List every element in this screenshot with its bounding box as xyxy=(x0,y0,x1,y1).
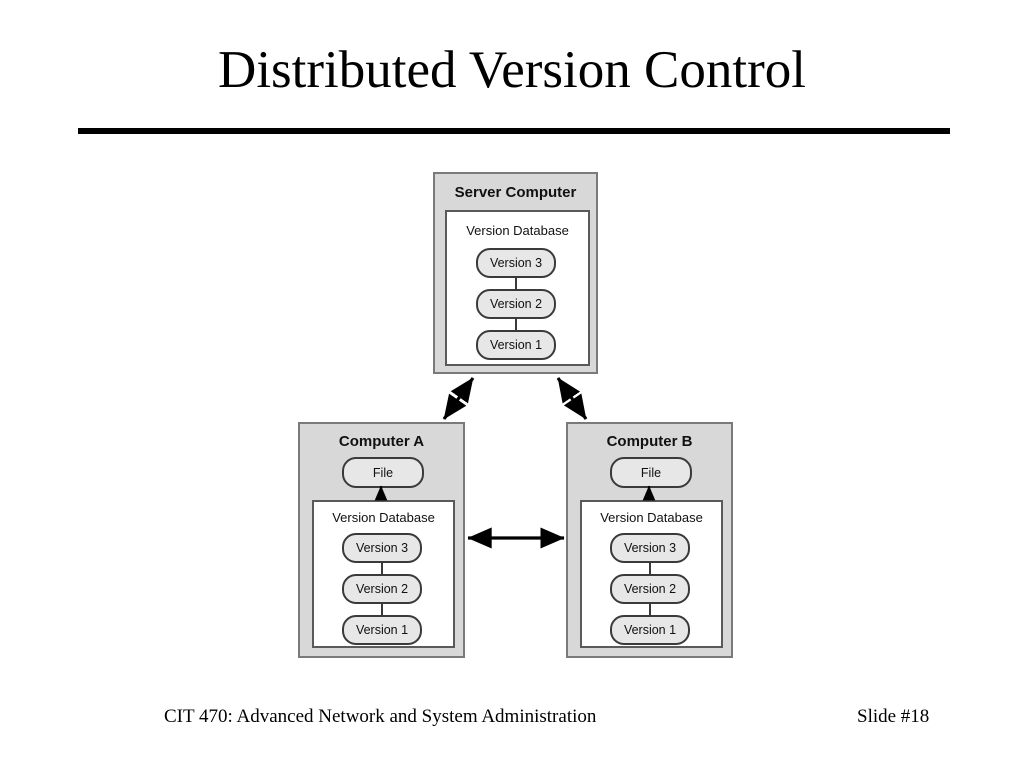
computer-b-version-3-label: Version 3 xyxy=(623,541,677,555)
computer-b-file-pill: File xyxy=(610,457,692,488)
server-version-database-box: Version Database Version 3 Version 2 Ver… xyxy=(445,210,590,366)
computer-a-version-2-pill: Version 2 xyxy=(342,574,422,604)
computer-a-file-pill: File xyxy=(342,457,424,488)
server-version-1-label: Version 1 xyxy=(489,338,543,352)
server-computer-label: Server Computer xyxy=(454,184,577,201)
computer-b-label: Computer B xyxy=(606,433,693,450)
server-version-database-label: Version Database xyxy=(466,223,569,238)
computer-a-version-database-label: Version Database xyxy=(332,510,435,525)
server-version-2-label: Version 2 xyxy=(489,297,543,311)
computer-b-file-label: File xyxy=(640,465,662,480)
computer-a-connector-3-2 xyxy=(381,563,383,577)
footer-course-text: CIT 470: Advanced Network and System Adm… xyxy=(164,706,597,727)
arrow-computer-b-to-server xyxy=(556,377,588,420)
computer-a-version-database-box: Version Database Version 3 Version 2 Ver… xyxy=(312,500,455,648)
computer-a-box: Computer A File Version Database Version… xyxy=(298,422,465,658)
server-version-2-pill: Version 2 xyxy=(476,289,556,319)
server-version-3-pill: Version 3 xyxy=(476,248,556,278)
computer-a-version-1-pill: Version 1 xyxy=(342,615,422,645)
page-title: Distributed Version Control xyxy=(218,41,806,99)
computer-b-connector-3-2 xyxy=(649,563,651,577)
computer-a-version-1-label: Version 1 xyxy=(355,623,409,637)
computer-b-version-database-label: Version Database xyxy=(600,510,703,525)
computer-b-box: Computer B File Version Database Version… xyxy=(566,422,733,658)
server-connector-2-1 xyxy=(515,319,517,333)
footer-slide-number: Slide #18 xyxy=(857,706,930,727)
title-divider xyxy=(78,128,950,134)
arrow-computer-a-to-server xyxy=(442,377,475,420)
computer-a-label: Computer A xyxy=(338,433,425,450)
server-connector-3-2 xyxy=(515,278,517,292)
computer-a-version-2-label: Version 2 xyxy=(355,582,409,596)
server-version-3-label: Version 3 xyxy=(489,256,543,270)
computer-a-file-label: File xyxy=(372,465,394,480)
server-computer-box: Server Computer Version Database Version… xyxy=(433,172,598,374)
computer-b-version-1-label: Version 1 xyxy=(623,623,677,637)
computer-a-connector-2-1 xyxy=(381,604,383,618)
computer-b-version-1-pill: Version 1 xyxy=(610,615,690,645)
computer-b-version-database-box: Version Database Version 3 Version 2 Ver… xyxy=(580,500,723,648)
computer-b-connector-2-1 xyxy=(649,604,651,618)
computer-a-version-3-label: Version 3 xyxy=(355,541,409,555)
computer-b-version-2-label: Version 2 xyxy=(623,582,677,596)
computer-a-version-3-pill: Version 3 xyxy=(342,533,422,563)
server-version-1-pill: Version 1 xyxy=(476,330,556,360)
computer-b-version-2-pill: Version 2 xyxy=(610,574,690,604)
computer-b-version-3-pill: Version 3 xyxy=(610,533,690,563)
